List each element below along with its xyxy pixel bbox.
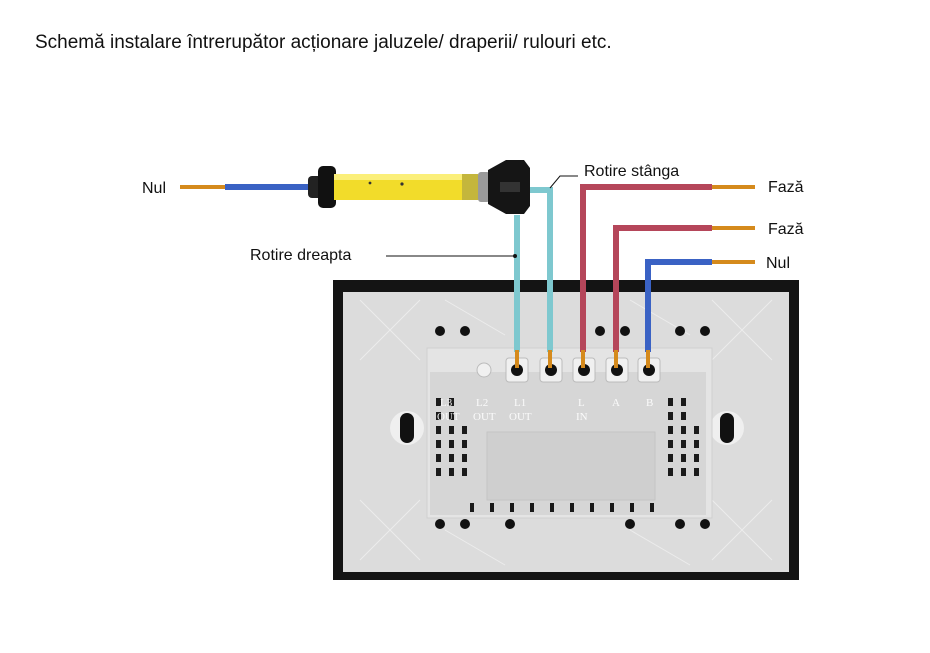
- label-rotire-stanga: Rotire stânga: [584, 163, 679, 180]
- copper-ends: [180, 185, 755, 368]
- terminal-label-b: B: [646, 397, 653, 409]
- label-rotire-dreapta: Rotire dreapta: [250, 247, 351, 264]
- module-center-plate: [486, 431, 656, 501]
- label-faza-1: Fază: [768, 179, 804, 196]
- tubular-motor-icon: [308, 160, 530, 214]
- terminal-label-out-2: OUT: [473, 411, 496, 423]
- label-nul-left: Nul: [142, 180, 166, 197]
- wire-faza-1: [580, 184, 712, 352]
- label-faza-2: Fază: [768, 221, 804, 238]
- terminal-label-a: A: [612, 397, 620, 409]
- terminal-label-l2: L2: [476, 397, 488, 409]
- mounting-slot-right: [710, 411, 744, 445]
- panel-holes: [435, 326, 710, 529]
- wires: [225, 184, 712, 352]
- leader-rotire-stanga: [549, 175, 578, 189]
- terminal-label-out-1: OUT: [437, 411, 460, 423]
- page-title: Schemă instalare întrerupător acționare …: [35, 32, 612, 53]
- wire-faza-2: [613, 225, 712, 352]
- terminal-label-l3: L3: [440, 397, 453, 409]
- switch-panel: L3 L2 L1 L A B OUT OUT OUT IN: [333, 280, 799, 580]
- terminal-labels: L3 L2 L1 L A B OUT OUT OUT IN: [437, 397, 653, 423]
- terminal-label-in: IN: [576, 411, 588, 423]
- terminal-label-l: L: [578, 397, 585, 409]
- label-nul-right: Nul: [766, 255, 790, 272]
- panel-texture: [359, 299, 773, 566]
- terminal-label-l1: L1: [514, 397, 526, 409]
- terminal-slots: [476, 357, 661, 383]
- module-vents: [436, 398, 699, 512]
- terminal-label-out-3: OUT: [509, 411, 532, 423]
- wire-nul-right: [645, 259, 712, 352]
- mounting-slot-left: [390, 411, 424, 445]
